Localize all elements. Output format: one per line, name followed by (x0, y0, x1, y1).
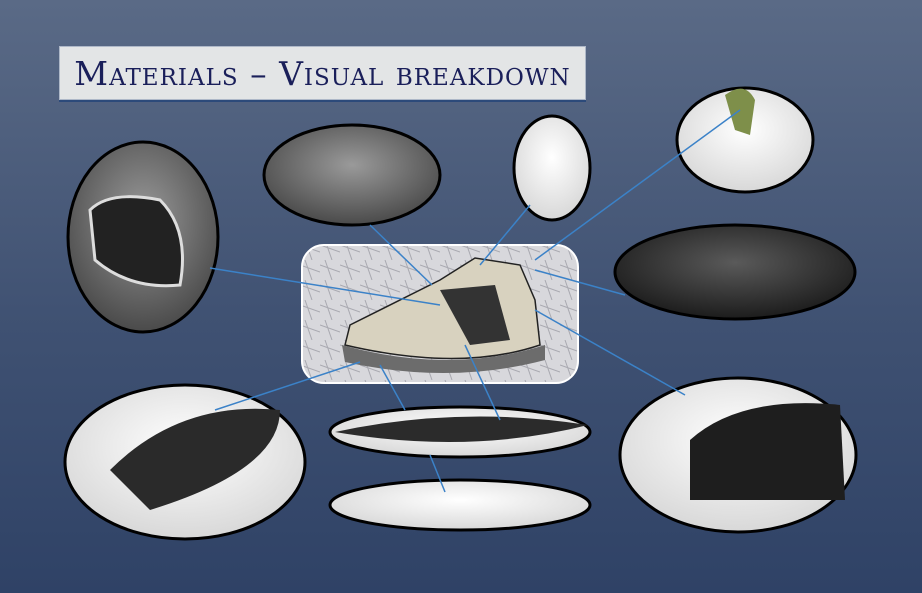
collar-mesh-lining-image (613, 223, 857, 321)
heel-detail (690, 403, 845, 500)
pull-loop-detail (725, 88, 755, 135)
inner-lining-detail-image (512, 114, 592, 222)
heel-pull-loop-image (675, 86, 815, 194)
lace-and-eyelets-image (262, 123, 442, 227)
shoe-panel (440, 285, 510, 345)
shoe-sole (342, 345, 545, 374)
insole-lining-image (328, 478, 592, 532)
tread-detail (110, 408, 280, 510)
slide-title: Materials – Visual breakdown (74, 53, 571, 93)
insole-detail (335, 416, 588, 442)
connector-lines (209, 109, 741, 493)
title-banner: Materials – Visual breakdown (59, 46, 586, 100)
mesh-window-detail (88, 195, 184, 288)
